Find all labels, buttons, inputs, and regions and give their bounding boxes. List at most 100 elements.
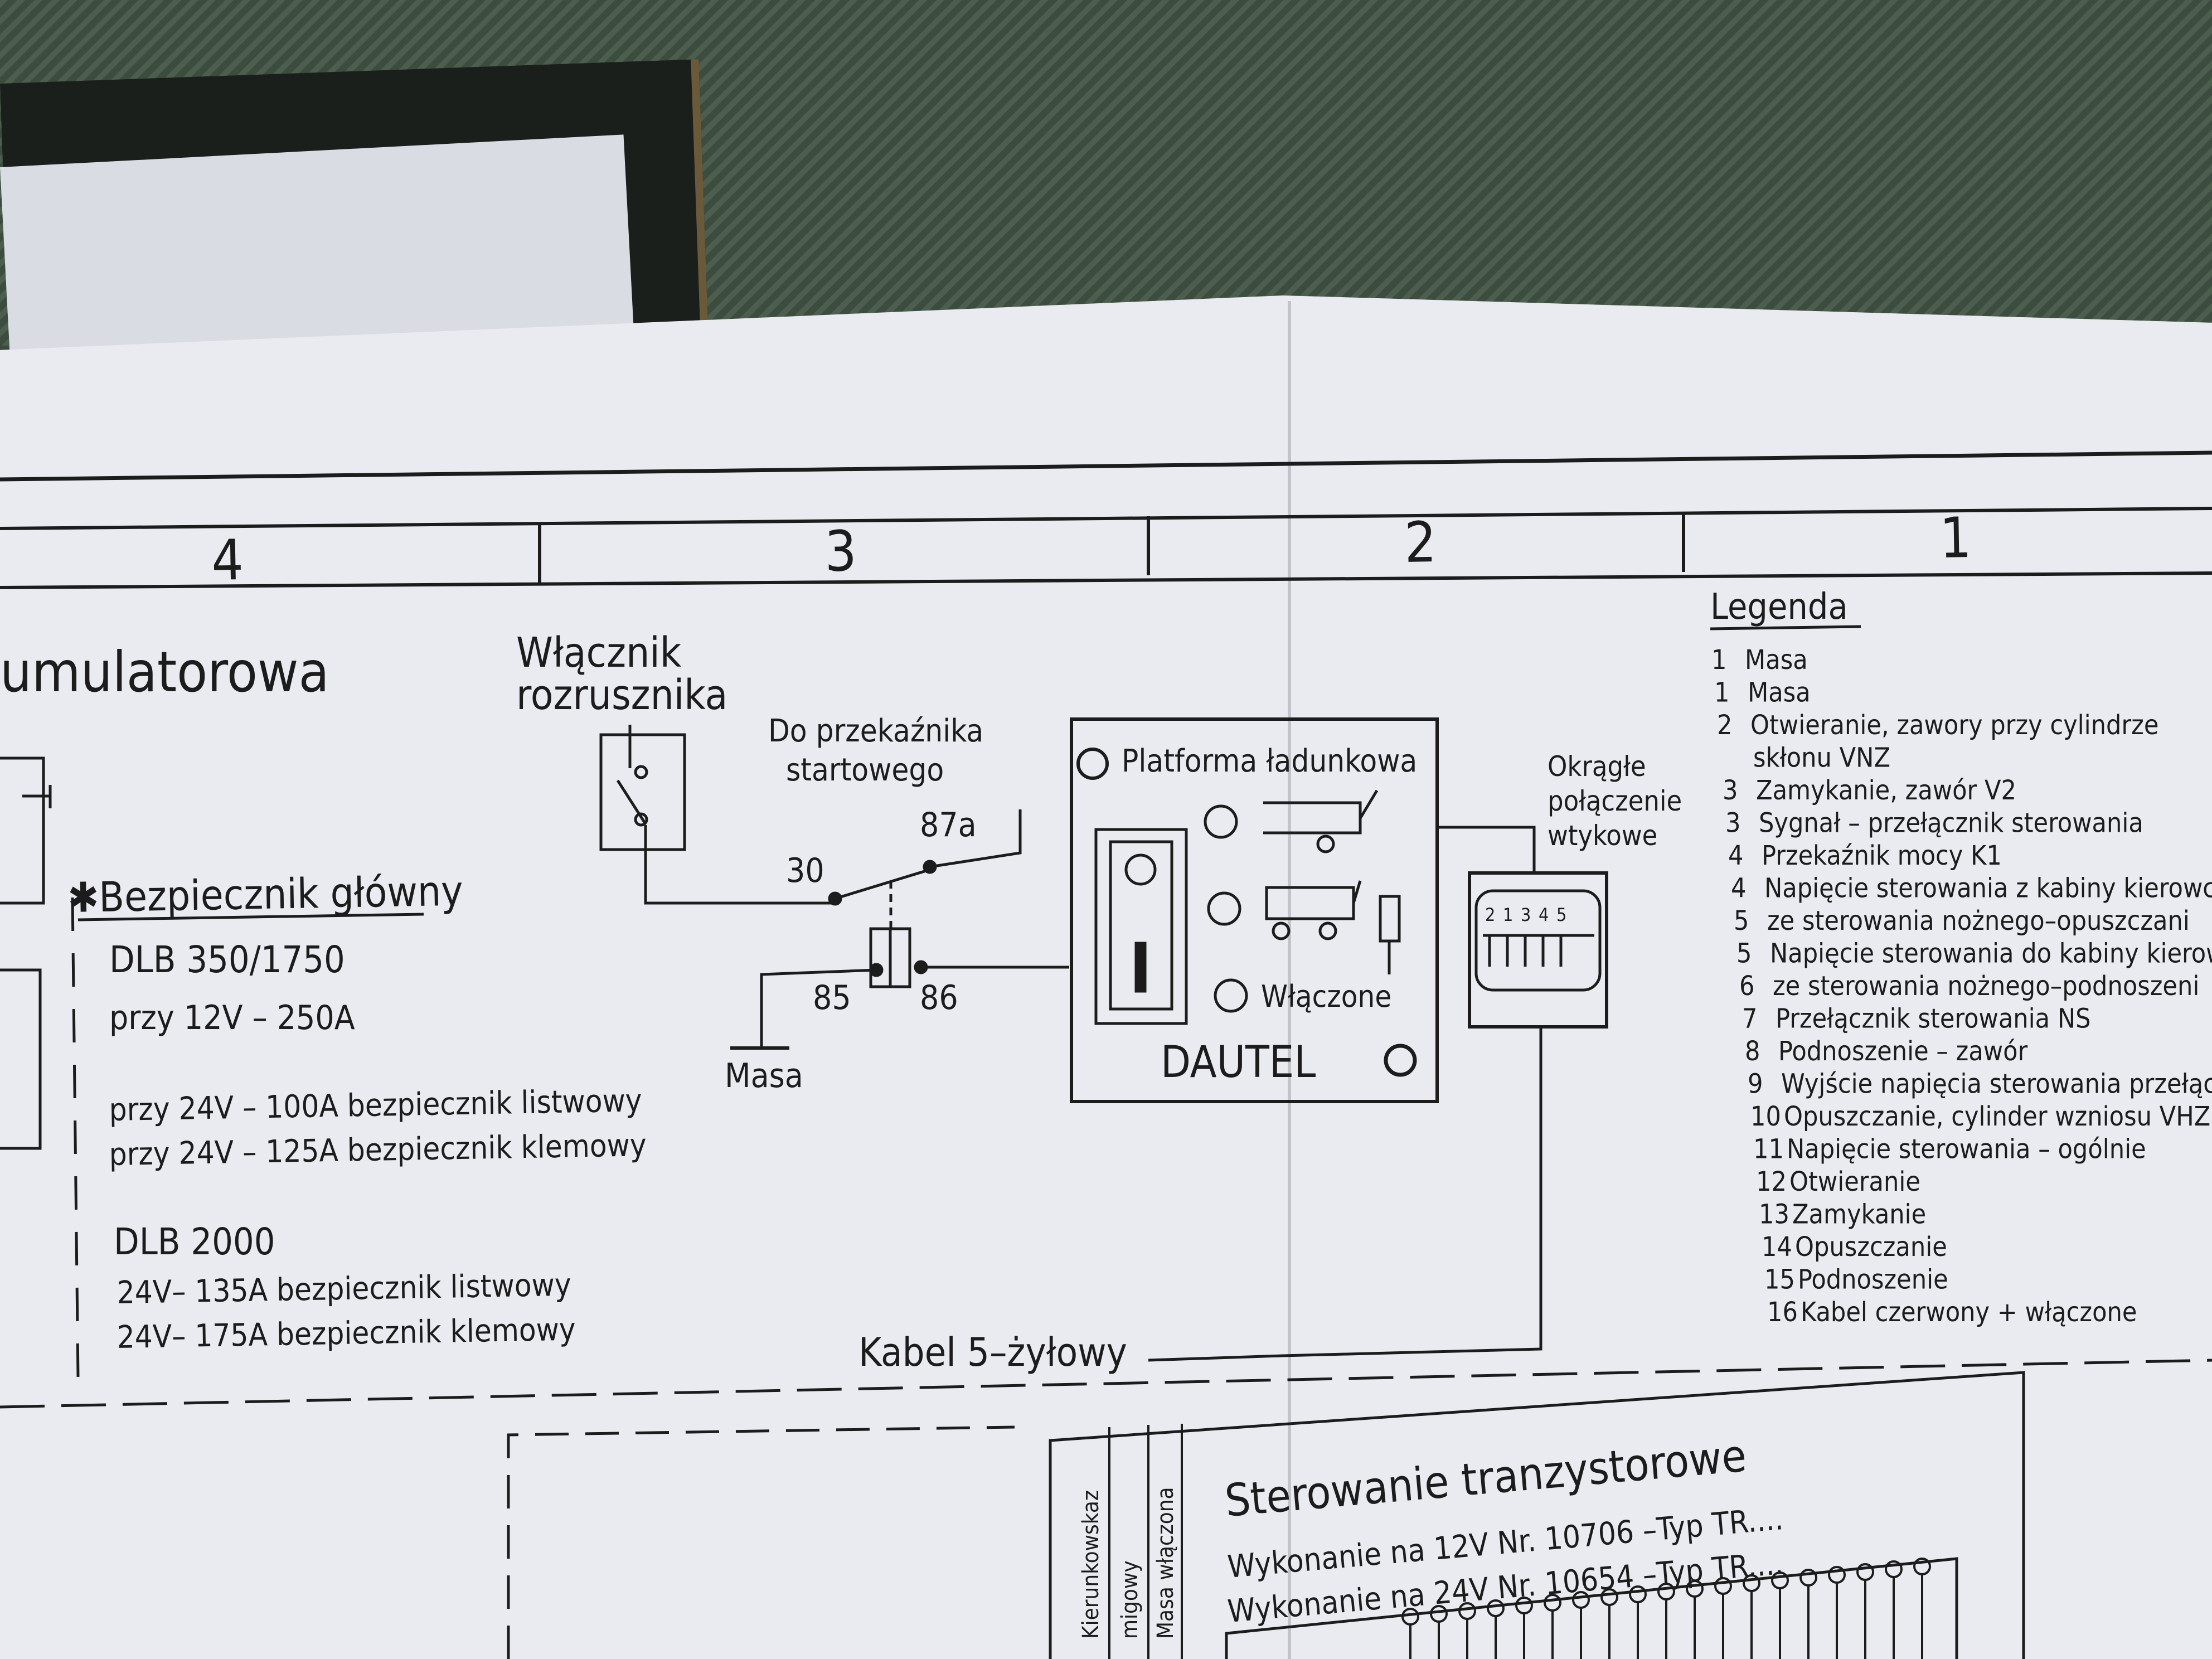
relay-pin-30: 30	[786, 851, 824, 890]
legend-item-number: 3	[1723, 775, 1738, 806]
legend-item-text: Masa	[1748, 677, 1811, 709]
terminal-strip	[1225, 1557, 1958, 1659]
connector-pin-label-1: 2	[1485, 904, 1495, 925]
legend-item-number: 4	[1728, 840, 1743, 871]
ignition-switch-label-2: rozrusznika	[516, 671, 727, 719]
legend-item: 3 Zamykanie, zawór V2	[1723, 775, 2016, 806]
legend-item-number: 5	[1736, 938, 1752, 969]
cable-5-core	[1148, 1026, 1542, 1362]
lamp-on	[1214, 978, 1248, 1013]
legend-item-number: 8	[1745, 1036, 1760, 1067]
legend-item-number: 9	[1748, 1069, 1763, 1100]
wire-ignition-to-30	[644, 858, 835, 905]
battery-title: umulatorowa	[0, 639, 329, 705]
legend-item-text: Opuszczanie, cylinder wzniosu VHZ	[1784, 1101, 2210, 1132]
legend-item-number: 4	[1731, 873, 1746, 904]
control-box-on-label: Włączone	[1261, 979, 1391, 1014]
relay-contact-arm	[835, 868, 930, 900]
terminal-pin	[1799, 1569, 1817, 1587]
fuse-title-underline	[77, 913, 424, 921]
control-box-title: Platforma ładunkowa	[1122, 743, 1417, 779]
legend-item-number: 1	[1711, 644, 1726, 676]
relay-target-label-1: Do przekaźnika	[768, 713, 983, 749]
connector-label-1: Okrągłe	[1548, 750, 1646, 783]
legend-item-text: Opuszczanie	[1795, 1231, 1947, 1263]
control-switch-housing	[1094, 828, 1188, 1025]
cable-label: Kabel 5–żyłowy	[858, 1330, 1127, 1375]
round-connector-outer	[1468, 871, 1608, 1029]
connector-label-2: połączenie	[1548, 785, 1682, 817]
fuse-title: ✱Bezpiecznik główny	[67, 867, 463, 922]
schematic-sheet	[0, 295, 2212, 1659]
legend-item-number: 11	[1753, 1134, 1784, 1165]
trailer-icon-upper-lift	[1359, 789, 1379, 819]
lamp-platform-up	[1204, 804, 1238, 839]
connector-pin-label-4: 4	[1539, 904, 1549, 925]
fuse-line-5: DLB 2000	[114, 1220, 275, 1263]
connector-label-3: wtykowe	[1548, 819, 1657, 852]
connector-pin-label-3: 3	[1521, 904, 1531, 925]
legend-item-number: 10	[1750, 1101, 1781, 1132]
legend-item: 5 Napięcie sterowania do kabiny kierowc	[1736, 938, 2212, 969]
vertical-label-blinking: migowy	[1117, 1560, 1143, 1639]
legend-item: 4 Napięcie sterowania z kabiny kierowc	[1731, 873, 2212, 904]
fuse-title-text: Bezpiecznik główny	[99, 867, 464, 921]
relay-pin-85: 85	[813, 978, 851, 1017]
frame-top-line	[0, 450, 2212, 482]
ground-label: Masa	[725, 1056, 803, 1095]
paper-fold	[1288, 301, 1291, 1659]
fuse-line-1: DLB 350/1750	[109, 938, 345, 981]
fuse-line-4: przy 24V – 125A bezpiecznik klemowy	[109, 1127, 647, 1173]
relay-pin-87a: 87a	[920, 806, 977, 845]
legend-item: skłonu VNZ	[1753, 743, 1890, 774]
legend-item-text: Kabel czerwony + włączone	[1801, 1297, 2137, 1328]
legend-item-text: ze sterowania nożnego–opuszczani	[1767, 905, 2190, 937]
legend-item-text: Sygnał – przełącznik sterowania	[1759, 808, 2143, 839]
ignition-contact-2	[634, 812, 648, 827]
column-number-4: 4	[211, 527, 244, 593]
legend-item-number: 5	[1734, 905, 1749, 937]
column-number-1: 1	[1939, 505, 1972, 571]
bottom-left-frame	[507, 1425, 1015, 1659]
relay-pin-86: 86	[920, 978, 958, 1017]
vertical-label-ground-on: Masa włączona	[1153, 1487, 1178, 1639]
control-box-brand: DAUTEL	[1161, 1037, 1316, 1088]
ignition-switch-label-1: Włącznik	[516, 629, 682, 677]
legend-item-text: Otwieranie	[1789, 1166, 1920, 1197]
legend-item-text: skłonu VNZ	[1753, 743, 1890, 774]
lamp-platform-down	[1207, 891, 1241, 926]
trailer-icon-lower-wheel-2	[1318, 921, 1337, 940]
fuse-line-3: przy 24V – 100A bezpiecznik listwowy	[109, 1083, 642, 1128]
connector-pin-label-2: 1	[1503, 904, 1513, 925]
legend-item-text: Napięcie sterowania z kabiny kierowc	[1764, 873, 2212, 904]
legend-item-text: Wyjście napięcia sterowania przełączor	[1781, 1069, 2212, 1100]
column-number-3: 3	[824, 518, 857, 584]
legend-item-number: 6	[1739, 971, 1754, 1002]
column-strip-top	[0, 507, 2212, 530]
legend-item-number: 1	[1714, 677, 1729, 709]
vertical-label-turn-signal: Kierunkowskaz	[1078, 1490, 1104, 1639]
legend-item-text: Napięcie sterowania – ogólnie	[1787, 1134, 2146, 1165]
control-box-indicator-top	[1076, 748, 1109, 780]
control-switch-slot	[1109, 840, 1173, 1011]
legend-item-text: Napięcie sterowania do kabiny kierowc	[1770, 938, 2212, 969]
control-box-outline	[1070, 717, 1439, 1103]
legend-item-text: Podnoszenie	[1798, 1264, 1948, 1296]
legend-item-number: 16	[1767, 1297, 1798, 1328]
wire-box-to-connector	[1437, 826, 1536, 872]
fuse-dashed-line	[71, 897, 80, 1377]
foot-switch-icon	[1379, 895, 1401, 943]
wire-85-to-ground	[760, 968, 877, 1047]
wire-87a	[929, 809, 1022, 869]
terminal-pin	[1856, 1563, 1874, 1581]
legend-item-text: Zamykanie, zawór V2	[1756, 775, 2016, 806]
